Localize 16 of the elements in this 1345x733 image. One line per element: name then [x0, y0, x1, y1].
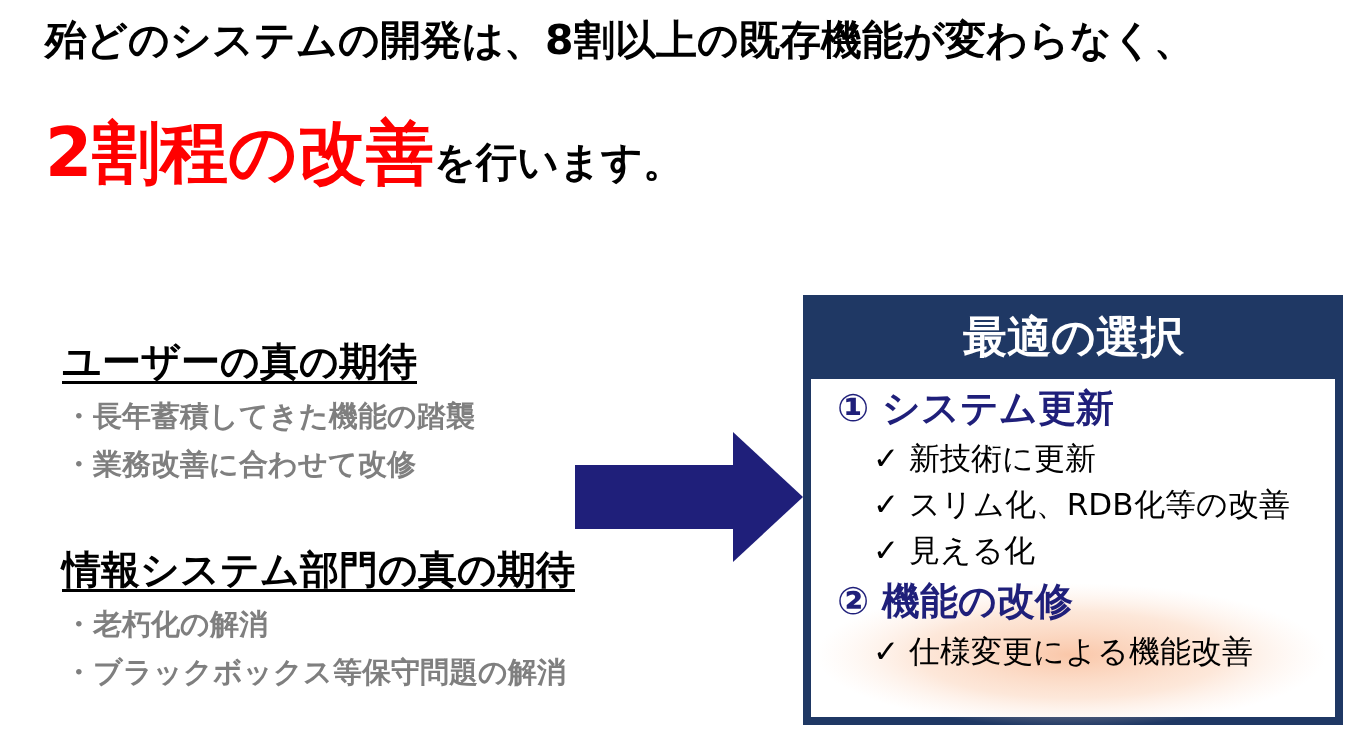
checklist-item: ✓ スリム化、RDB化等の改善 — [873, 485, 1291, 524]
bullet-text: ・長年蓄積してきた機能の踏襲 — [64, 398, 475, 435]
bullet-text: ・ブラックボックス等保守問題の解消 — [64, 654, 566, 691]
section-heading: ユーザーの真の期待 — [62, 338, 417, 386]
arrow — [575, 432, 803, 562]
item-heading: ① システム更新 — [837, 385, 1116, 432]
bullet-text: ・業務改善に合わせて改修 — [64, 446, 416, 483]
bullet-text: ・老朽化の解消 — [64, 606, 268, 643]
selection-panel — [803, 295, 1343, 725]
checklist-item: ✓ 仕様変更による機能改善 — [873, 632, 1254, 671]
section-heading: 情報システム部門の真の期待 — [62, 546, 575, 594]
panel-header: 最適の選択 — [811, 295, 1335, 379]
checklist-item: ✓ 見える化 — [873, 531, 1036, 570]
item-heading: ② 機能の改修 — [837, 578, 1075, 625]
title-text: 殆どのシステムの開発は、8割以上の既存機能が変わらなく、2割程の改善を行います。 — [45, 16, 1196, 195]
checklist-item: ✓ 新技術に更新 — [873, 439, 1097, 478]
